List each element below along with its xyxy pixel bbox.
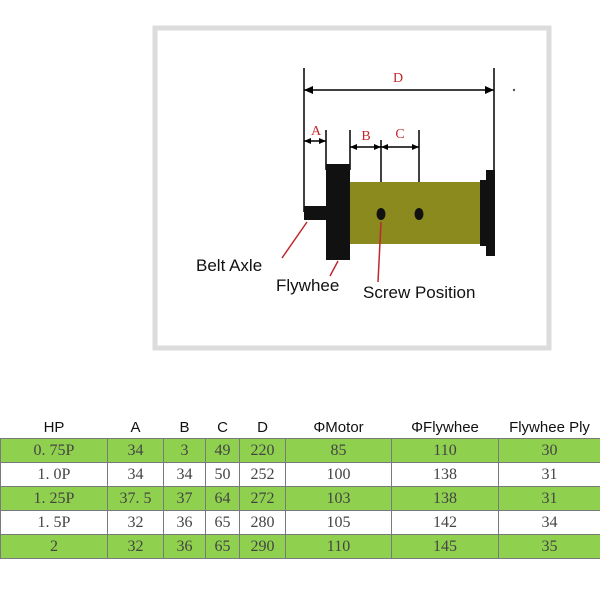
table-cell: 1. 0P [0, 462, 108, 487]
rear-cap [486, 170, 495, 256]
table-cell: 2 [0, 534, 108, 559]
rear-cap-inner [480, 180, 486, 246]
leader-screw [377, 221, 382, 283]
label-d: D [393, 71, 403, 86]
table-row: 1. 5P 32 36 65 280 105 142 34 [0, 510, 600, 535]
table-cell: 1. 5P [0, 510, 108, 535]
label-a: A [311, 124, 322, 139]
table-cell: 145 [391, 534, 499, 559]
arrow-a-left [304, 138, 311, 144]
table-cell: 31 [498, 486, 600, 511]
header-flywheel-diameter: ΦFlywhee [391, 416, 499, 439]
table-cell: 37. 5 [107, 486, 164, 511]
label-flywheel: Flywhee [276, 276, 339, 295]
table-row: 0. 75P 34 3 49 220 85 110 30 [0, 438, 600, 463]
screw-hole-2 [414, 208, 424, 220]
flywheel-disc [326, 164, 350, 260]
table-cell: 100 [285, 462, 392, 487]
header-flywheel-ply: Flywhee Ply [498, 416, 600, 439]
arrow-d-right [485, 86, 494, 94]
table-cell: 32 [107, 510, 164, 535]
table-cell: 30 [498, 438, 600, 463]
header-motor-diameter: ΦMotor [285, 416, 392, 439]
header-a: A [107, 416, 164, 439]
table-cell: 272 [239, 486, 286, 511]
table-cell: 65 [205, 534, 240, 559]
table-cell: 280 [239, 510, 286, 535]
table-row: 2 32 36 65 290 110 145 35 [0, 534, 600, 559]
table-cell: 105 [285, 510, 392, 535]
table-cell: 138 [391, 462, 499, 487]
screw-hole-1 [376, 208, 386, 220]
stray-dot [512, 88, 516, 92]
leader-belt-axle [281, 221, 308, 259]
arrow-c-left [381, 144, 388, 150]
table-cell: 49 [205, 438, 240, 463]
header-b: B [163, 416, 206, 439]
table-cell: 36 [163, 534, 206, 559]
table-cell: 103 [285, 486, 392, 511]
table-cell: 32 [107, 534, 164, 559]
header-hp: HP [0, 416, 108, 439]
label-c: C [395, 127, 404, 142]
arrow-c-right [412, 144, 419, 150]
spec-table: HP A B C D ΦMotor ΦFlywhee Flywhee Ply 0… [0, 416, 600, 559]
diagram: D A B C Belt Axle Fl [152, 25, 552, 351]
table-cell: 1. 25P [0, 486, 108, 511]
table-cell: 290 [239, 534, 286, 559]
table-cell: 37 [163, 486, 206, 511]
table-cell: 34 [163, 462, 206, 487]
table-cell: 110 [391, 438, 499, 463]
table-cell: 65 [205, 510, 240, 535]
table-cell: 50 [205, 462, 240, 487]
label-belt-axle: Belt Axle [196, 256, 262, 275]
arrow-b-right [374, 144, 381, 150]
label-b: B [361, 129, 370, 144]
label-screw-position: Screw Position [363, 283, 475, 302]
table-row: 1. 25P 37. 5 37 64 272 103 138 31 [0, 486, 600, 511]
table-row: 1. 0P 34 34 50 252 100 138 31 [0, 462, 600, 487]
table-cell: 252 [239, 462, 286, 487]
table-header-row: HP A B C D ΦMotor ΦFlywhee Flywhee Ply [0, 416, 600, 439]
table-cell: 31 [498, 462, 600, 487]
table-cell: 34 [107, 462, 164, 487]
arrow-b-left [350, 144, 357, 150]
table-cell: 110 [285, 534, 392, 559]
table-cell: 3 [163, 438, 206, 463]
header-c: C [205, 416, 240, 439]
belt-axle-shaft [304, 206, 328, 220]
table-cell: 138 [391, 486, 499, 511]
table-cell: 85 [285, 438, 392, 463]
table-cell: 35 [498, 534, 600, 559]
table-cell: 142 [391, 510, 499, 535]
table-cell: 0. 75P [0, 438, 108, 463]
table-cell: 64 [205, 486, 240, 511]
arrow-d-left [304, 86, 313, 94]
arrow-a-right [319, 138, 326, 144]
table-cell: 34 [498, 510, 600, 535]
table-cell: 36 [163, 510, 206, 535]
leader-flywheel [329, 260, 339, 277]
table-cell: 220 [239, 438, 286, 463]
table-cell: 34 [107, 438, 164, 463]
motor-diagram: D A B C Belt Axle Fl [152, 25, 552, 351]
header-d: D [239, 416, 286, 439]
